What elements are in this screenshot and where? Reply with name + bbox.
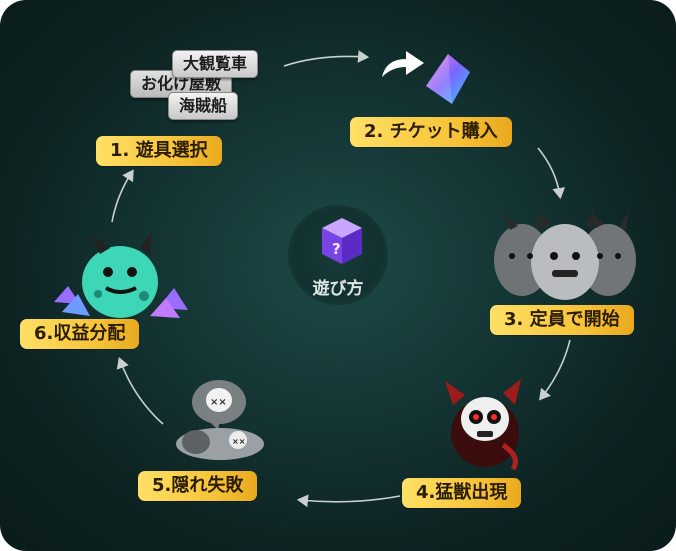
step-2-buy-ticket: 2. チケット購入 — [350, 117, 512, 147]
step-3-start-when-full: 3. 定員で開始 — [490, 305, 634, 335]
green-monster-crystals-icon — [54, 232, 188, 318]
arrow-3-to-4 — [538, 339, 571, 401]
svg-text:××: ×× — [210, 397, 227, 408]
arrow-2-to-3 — [537, 147, 566, 200]
ride-ferris-wheel-button[interactable]: 大観覧車 — [172, 50, 259, 78]
arrow-6-to-1 — [111, 169, 134, 223]
svg-text:?: ? — [332, 240, 341, 258]
arrow-4-to-5 — [296, 494, 401, 508]
grey-monsters-icon — [494, 210, 636, 300]
arrow-1-to-2 — [283, 50, 370, 67]
mystery-box-icon: ? — [322, 218, 362, 264]
ride-pirate-ship-button[interactable]: 海賊船 — [168, 92, 239, 120]
skull-bubble-icon: ×× — [192, 380, 246, 430]
fallen-monster-icon: ×× — [176, 428, 264, 460]
step-1-select-ride: 1. 遊具選択 — [96, 136, 222, 166]
skull-beast-icon — [445, 379, 521, 471]
crystal-ticket-icon — [426, 54, 470, 104]
share-arrow-icon — [382, 51, 424, 77]
center-label: 遊び方 — [312, 279, 364, 299]
step-6-profit-share: 6.収益分配 — [20, 319, 140, 349]
arrow-5-to-6 — [116, 356, 164, 425]
step-4-beast-appears: 4.猛獣出現 — [402, 478, 522, 508]
svg-text:××: ×× — [232, 437, 245, 446]
step-5-hide-failed: 5.隠れ失敗 — [138, 471, 258, 501]
